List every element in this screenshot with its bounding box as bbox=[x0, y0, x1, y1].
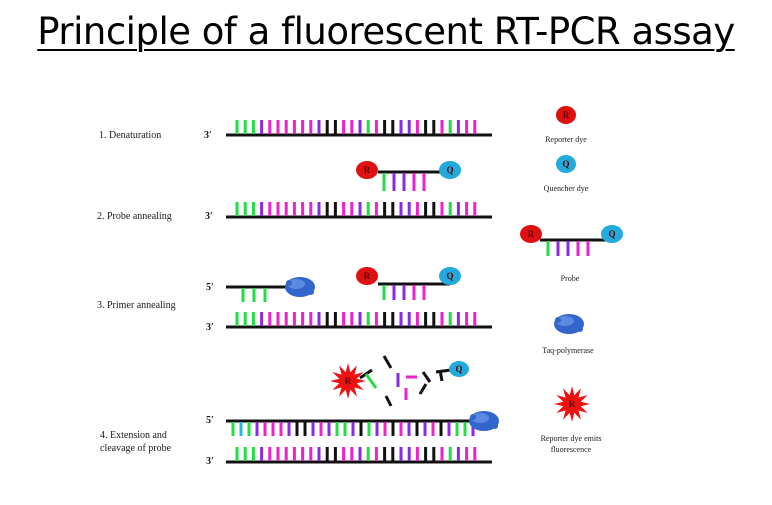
legend-polymerase-label: Taq-polymerase bbox=[542, 346, 594, 355]
legend-fluorescence-label-line2: fluorescence bbox=[551, 445, 592, 454]
quencher-dye-step4 bbox=[449, 361, 469, 377]
strand-3prime-step3: 3′ bbox=[206, 322, 214, 333]
probe-step3: R Q bbox=[356, 267, 461, 300]
svg-text:Q: Q bbox=[446, 271, 453, 281]
taq-polymerase-step3 bbox=[285, 277, 315, 297]
legend-quencher-label: Quencher dye bbox=[544, 184, 589, 193]
template-bases-step1 bbox=[235, 120, 477, 134]
template-bases-step4 bbox=[235, 447, 477, 461]
step-4-label-line2: cleavage of probe bbox=[100, 443, 172, 454]
legend-reporter-swatch bbox=[556, 106, 576, 124]
step-2-label: 2. Probe annealing bbox=[97, 211, 172, 222]
legend-polymerase-swatch bbox=[554, 314, 584, 334]
template-bases-step3 bbox=[235, 312, 477, 326]
probe-step2: R Q bbox=[356, 161, 461, 191]
svg-text:Q: Q bbox=[446, 165, 453, 175]
taq-polymerase-step4 bbox=[469, 411, 499, 431]
strand-5prime-step4: 5′ bbox=[206, 415, 214, 426]
quencher-dye-step2 bbox=[439, 161, 461, 179]
step-3-label: 3. Primer annealing bbox=[97, 300, 176, 311]
template-bases-step2 bbox=[235, 202, 477, 216]
legend-quencher-swatch bbox=[556, 155, 576, 173]
quencher-dye-step3 bbox=[439, 267, 461, 285]
svg-text:Q: Q bbox=[455, 364, 462, 374]
legend-probe-reporter bbox=[520, 225, 542, 243]
legend-fluorescence-label-line1: Reporter dye emits bbox=[541, 434, 602, 443]
svg-text:R: R bbox=[364, 271, 371, 281]
legend-quencher: Q Quencher dye bbox=[544, 155, 589, 193]
step-1-label: 1. Denaturation bbox=[99, 130, 161, 141]
svg-text:R: R bbox=[528, 229, 535, 239]
legend-probe: R Q Probe bbox=[520, 225, 623, 283]
reporter-dye-step2 bbox=[356, 161, 378, 179]
legend-reporter-label: Reporter dye bbox=[545, 135, 587, 144]
svg-text:R: R bbox=[345, 376, 352, 386]
reporter-dye-step3 bbox=[356, 267, 378, 285]
legend-probe-quencher bbox=[601, 225, 623, 243]
strand-3prime-step2: 3′ bbox=[205, 211, 213, 222]
legend-burst-swatch bbox=[554, 386, 590, 422]
legend-polymerase: Taq-polymerase bbox=[542, 314, 594, 355]
strand-3prime-step4: 3′ bbox=[206, 456, 214, 467]
slide-title: Principle of a fluorescent RT-PCR assay bbox=[37, 10, 735, 53]
step-4-label-line1: 4. Extension and bbox=[100, 430, 167, 441]
primer-step3 bbox=[226, 277, 315, 302]
svg-text:Q: Q bbox=[562, 159, 569, 169]
svg-text:R: R bbox=[364, 165, 371, 175]
reporter-burst-step4: R bbox=[330, 363, 366, 399]
legend-fluorescence: R Reporter dye emits fluorescence bbox=[541, 386, 602, 454]
strand-5prime-step3: 5′ bbox=[206, 282, 214, 293]
extended-bases-step4 bbox=[231, 422, 475, 436]
legend-reporter: R Reporter dye bbox=[545, 106, 587, 144]
legend-probe-label: Probe bbox=[561, 274, 580, 283]
cleaved-probe-fragments: R Q bbox=[330, 355, 469, 407]
svg-text:R: R bbox=[569, 399, 576, 409]
svg-text:Q: Q bbox=[608, 229, 615, 239]
strand-3prime-step1: 3′ bbox=[204, 130, 212, 141]
svg-text:R: R bbox=[563, 110, 570, 120]
